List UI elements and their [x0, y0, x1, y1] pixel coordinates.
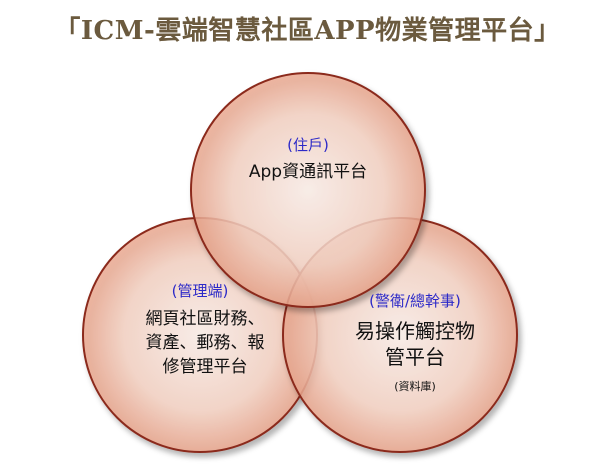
left-circle-line2: 資產、郵務、報	[145, 333, 265, 353]
right-circle-role: (警衛/總幹事)	[369, 292, 461, 310]
right-circle-note: (資料庫)	[394, 380, 436, 393]
circle-top	[190, 72, 426, 308]
top-circle-role: (住戶)	[287, 136, 329, 154]
left-circle-line3: 修管理平台	[162, 357, 248, 377]
left-circle-line1: 網頁社區財務、	[145, 309, 265, 329]
top-circle-text: App資通訊平台	[248, 162, 368, 182]
page-title: 「ICM-雲端智慧社區APP物業管理平台」	[54, 16, 561, 46]
right-circle-line2: 管平台	[385, 345, 445, 369]
right-circle-line1: 易操作觸控物	[355, 319, 475, 343]
left-circle-role: (管理端)	[171, 282, 229, 300]
